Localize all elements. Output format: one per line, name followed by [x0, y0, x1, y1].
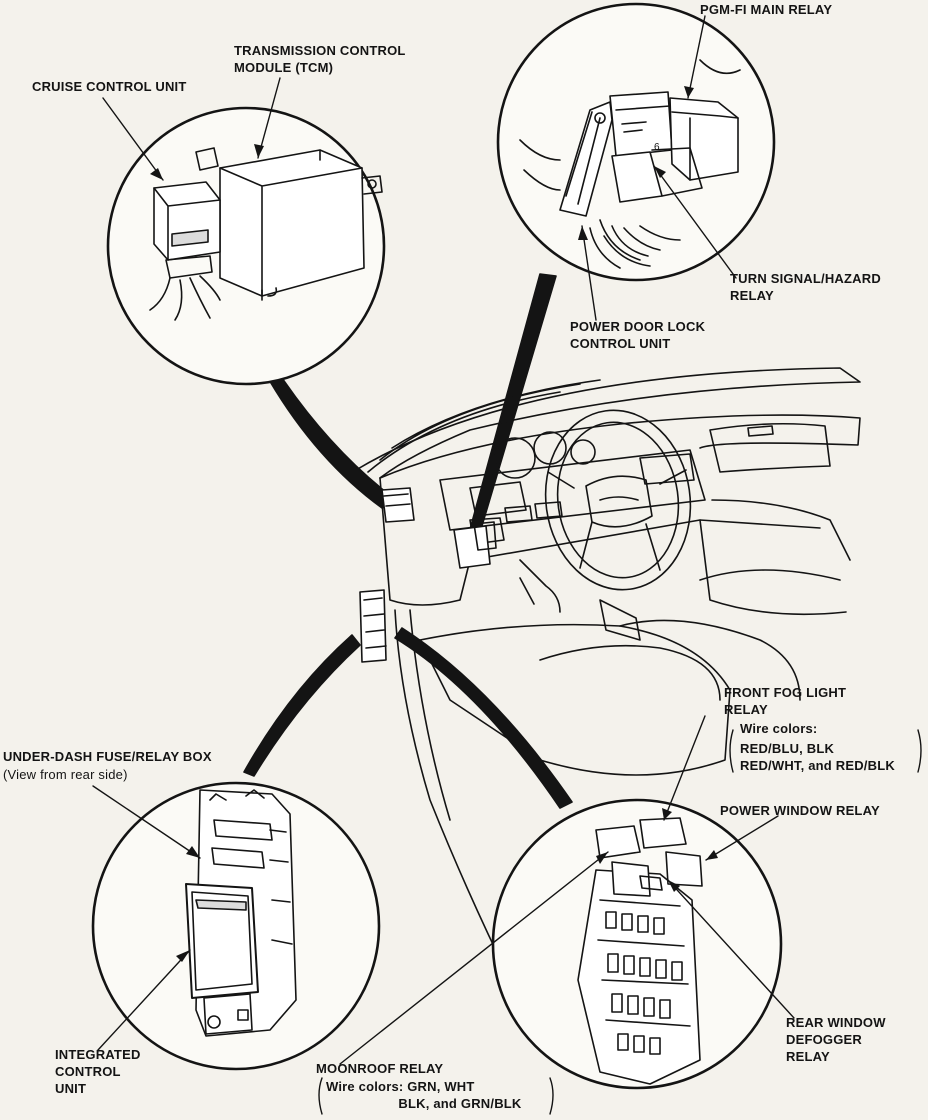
- fuse-box-relays-illustration: [577, 817, 703, 1085]
- label-moonroof-relay: MOONROOF RELAY: [316, 1061, 444, 1076]
- label-turn-signal-hazard-relay: TURN SIGNAL/HAZARD RELAY: [730, 271, 881, 303]
- wire-color-brackets: [318, 729, 922, 1115]
- label-fog-wire-colors-title: Wire colors:: [740, 721, 818, 736]
- connector-band-tcm: [267, 371, 397, 509]
- leader-arrowheads: [150, 86, 718, 962]
- label-power-window-relay: POWER WINDOW RELAY: [720, 803, 880, 818]
- leader-lines: [92, 15, 795, 1065]
- tcm-module-illustration: [149, 147, 383, 321]
- relay-cluster-illustration: 6: [519, 59, 741, 269]
- label-transmission-control-module: TRANSMISSION CONTROL MODULE (TCM): [234, 43, 406, 75]
- label-front-fog-light-relay: FRONT FOG LIGHT RELAY: [724, 685, 847, 717]
- connector-band-under-dash: [243, 634, 361, 777]
- label-cruise-control-unit: CRUISE CONTROL UNIT: [32, 79, 187, 94]
- label-under-dash-fuse-relay-box: UNDER-DASH FUSE/RELAY BOX: [3, 749, 212, 764]
- label-pgm-fi-main-relay: PGM-FI MAIN RELAY: [700, 2, 833, 17]
- label-fog-wire-colors: RED/BLU, BLK RED/WHT, and RED/BLK: [740, 741, 895, 773]
- label-power-door-lock-control-unit: POWER DOOR LOCK CONTROL UNIT: [570, 319, 706, 351]
- svg-text:6: 6: [654, 142, 660, 153]
- dashboard-illustration: [355, 367, 861, 1001]
- label-moonroof-wire-colors: Wire colors: GRN, WHT BLK, and GRN/BLK: [326, 1079, 522, 1111]
- label-view-from-rear-side: (View from rear side): [3, 767, 128, 782]
- connector-band-fuse-box: [394, 627, 573, 809]
- label-integrated-control-unit: INTEGRATED CONTROL UNIT: [55, 1047, 141, 1096]
- under-dash-box-illustration: [185, 789, 297, 1037]
- connector-band-door-lock: [465, 273, 557, 547]
- label-rear-window-defogger-relay: REAR WINDOW DEFOGGER RELAY: [786, 1015, 886, 1064]
